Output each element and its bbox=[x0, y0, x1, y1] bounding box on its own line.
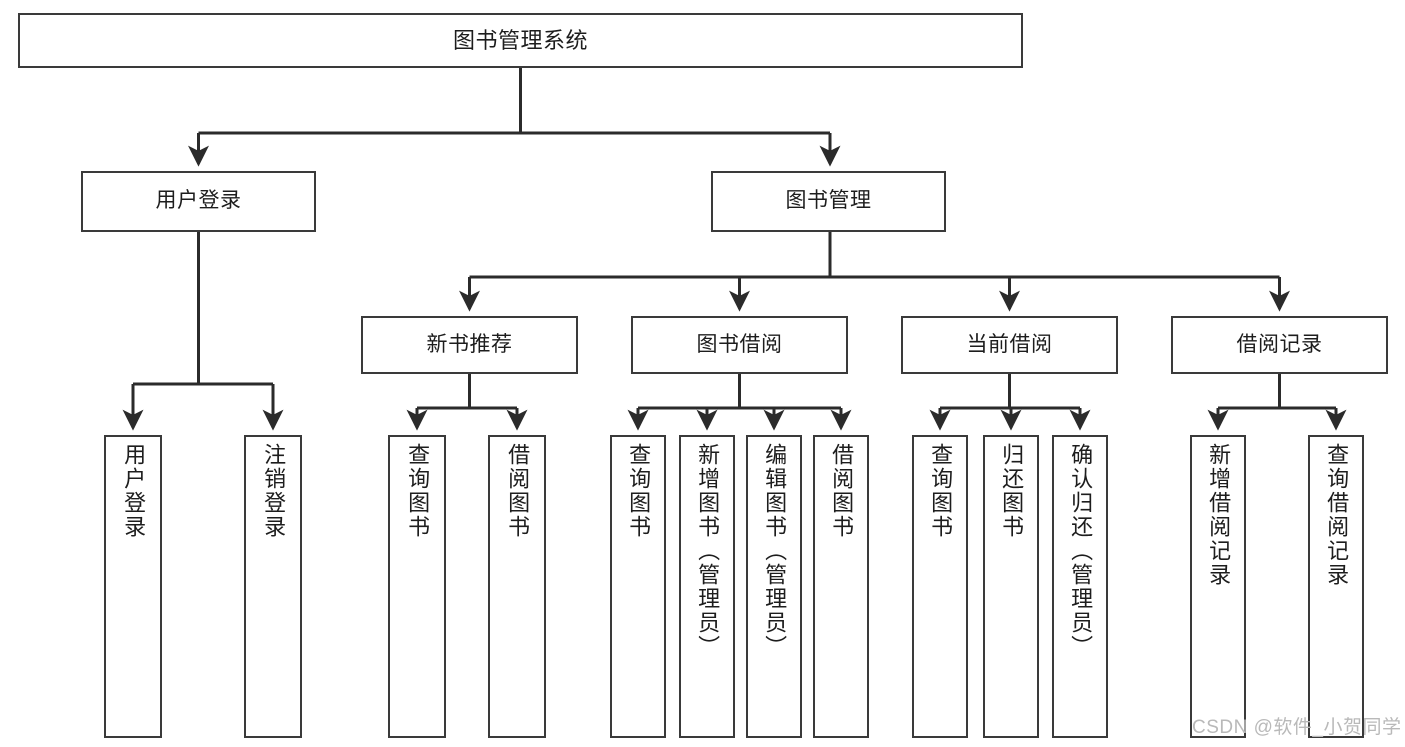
node-leaf-query-books-current-label: 查询图书 bbox=[928, 443, 954, 539]
node-new-book-recommendation[interactable]: 新书推荐 bbox=[361, 316, 578, 374]
node-book-borrowing[interactable]: 图书借阅 bbox=[631, 316, 848, 374]
node-root[interactable]: 图书管理系统 bbox=[18, 13, 1023, 68]
node-leaf-add-borrow-record[interactable]: 新增借阅记录 bbox=[1190, 435, 1246, 738]
node-leaf-confirm-return-admin-label: 确认归还（管理员） bbox=[1068, 443, 1094, 659]
node-book-management-label: 图书管理 bbox=[785, 189, 872, 213]
node-root-label: 图书管理系统 bbox=[452, 27, 588, 53]
node-leaf-return-book-label: 归还图书 bbox=[999, 443, 1025, 539]
node-user-login-label: 用户登录 bbox=[155, 189, 242, 213]
node-leaf-borrow-book-label: 借阅图书 bbox=[829, 443, 855, 539]
node-leaf-query-books-rec-label: 查询图书 bbox=[405, 443, 431, 539]
node-leaf-edit-book-admin-label: 编辑图书（管理员） bbox=[762, 443, 788, 659]
node-leaf-add-borrow-record-label: 新增借阅记录 bbox=[1206, 443, 1232, 587]
node-leaf-query-books-current[interactable]: 查询图书 bbox=[912, 435, 968, 738]
node-book-borrowing-label: 图书借阅 bbox=[696, 332, 783, 356]
node-leaf-query-borrow-record[interactable]: 查询借阅记录 bbox=[1308, 435, 1364, 738]
node-borrowing-records[interactable]: 借阅记录 bbox=[1171, 316, 1388, 374]
node-leaf-user-login-label: 用户登录 bbox=[121, 443, 147, 539]
node-leaf-borrow-books-rec[interactable]: 借阅图书 bbox=[488, 435, 546, 738]
node-current-borrowing[interactable]: 当前借阅 bbox=[901, 316, 1118, 374]
node-leaf-query-borrow-record-label: 查询借阅记录 bbox=[1324, 443, 1350, 587]
node-book-management[interactable]: 图书管理 bbox=[711, 171, 946, 232]
node-leaf-user-logout-label: 注销登录 bbox=[261, 443, 287, 539]
node-user-login[interactable]: 用户登录 bbox=[81, 171, 316, 232]
node-leaf-add-book-admin[interactable]: 新增图书（管理员） bbox=[679, 435, 735, 738]
node-leaf-query-books-borrow[interactable]: 查询图书 bbox=[610, 435, 666, 738]
node-borrowing-records-label: 借阅记录 bbox=[1236, 332, 1323, 356]
node-leaf-confirm-return-admin[interactable]: 确认归还（管理员） bbox=[1052, 435, 1108, 738]
node-leaf-user-logout[interactable]: 注销登录 bbox=[244, 435, 302, 738]
node-new-book-recommendation-label: 新书推荐 bbox=[426, 332, 513, 356]
node-leaf-query-books-rec[interactable]: 查询图书 bbox=[388, 435, 446, 738]
node-leaf-edit-book-admin[interactable]: 编辑图书（管理员） bbox=[746, 435, 802, 738]
node-current-borrowing-label: 当前借阅 bbox=[966, 332, 1053, 356]
node-leaf-query-books-borrow-label: 查询图书 bbox=[626, 443, 652, 539]
node-leaf-return-book[interactable]: 归还图书 bbox=[983, 435, 1039, 738]
node-leaf-user-login[interactable]: 用户登录 bbox=[104, 435, 162, 738]
node-leaf-borrow-book[interactable]: 借阅图书 bbox=[813, 435, 869, 738]
node-leaf-borrow-books-rec-label: 借阅图书 bbox=[505, 443, 531, 539]
node-leaf-add-book-admin-label: 新增图书（管理员） bbox=[695, 443, 721, 659]
